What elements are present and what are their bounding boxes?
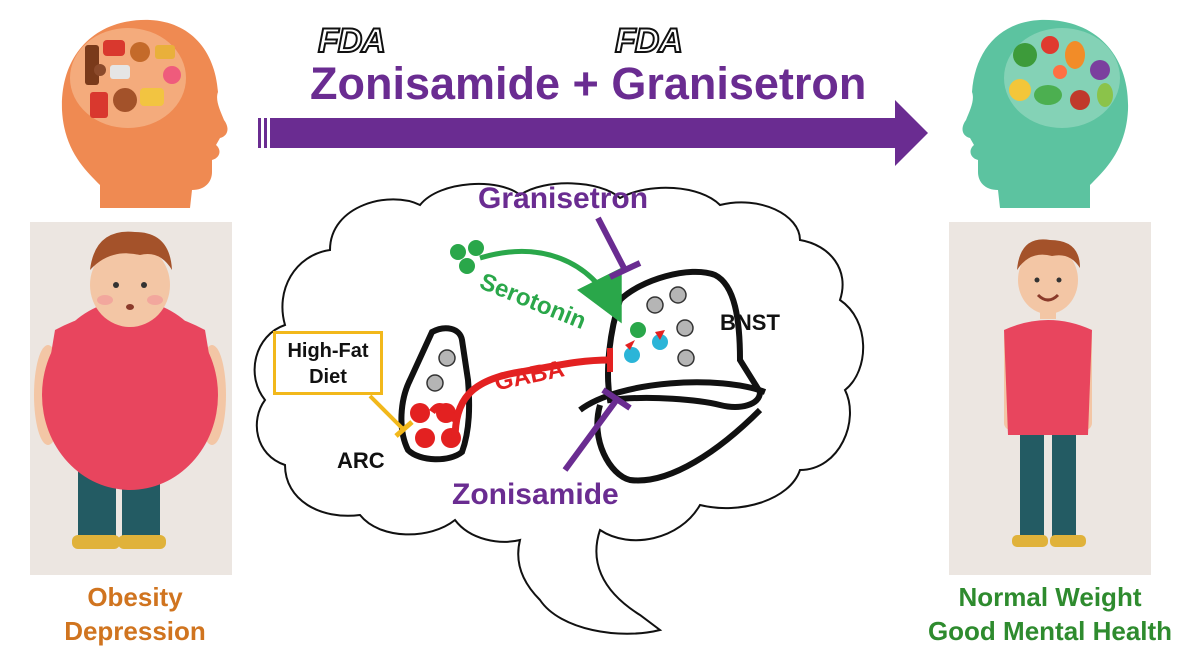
bnst-label: BNST — [720, 310, 780, 335]
healthy-person-illustration — [949, 222, 1151, 575]
after-outcome-line1: Normal Weight — [958, 582, 1142, 612]
fda-logo-left: FDA — [317, 22, 387, 60]
high-fat-diet-line2: Diet — [309, 366, 347, 388]
granisetron-inhibition-bar — [608, 260, 642, 280]
fda-logo-right: FDA — [614, 22, 684, 60]
lower-structure — [578, 379, 767, 484]
hfd-inhibition-bar — [394, 420, 414, 438]
right-head-icon — [962, 19, 1129, 209]
before-outcome-line2: Depression — [64, 616, 206, 646]
granisetron-label: Granisetron — [478, 182, 649, 215]
hfd-inhibition-line — [368, 394, 406, 432]
gaba-pathway — [451, 356, 611, 441]
granisetron-inhibition-line — [595, 216, 628, 272]
treatment-arrow — [258, 100, 928, 166]
left-head-icon — [61, 19, 228, 209]
before-outcome-line1: Obesity — [87, 582, 183, 612]
zonisamide-inhibition-bar — [601, 387, 632, 411]
treatment-title: Zonisamide + Granisetron — [310, 58, 867, 109]
brain-outline — [253, 182, 865, 635]
arc-label: ARC — [337, 448, 385, 473]
after-outcome: Normal Weight Good Mental Health — [900, 580, 1200, 648]
serotonin-source — [450, 240, 484, 274]
high-fat-diet-line1: High-Fat — [287, 340, 369, 362]
before-outcome: Obesity Depression — [20, 580, 250, 648]
bnst-region — [605, 268, 764, 410]
after-outcome-line2: Good Mental Health — [927, 616, 1173, 646]
obese-person-illustration — [30, 222, 232, 575]
high-fat-diet-box: High-Fat Diet — [273, 331, 383, 395]
bnst-neurons — [624, 286, 695, 367]
gaba-branch — [429, 403, 458, 423]
zonisamide-label: Zonisamide — [452, 478, 619, 511]
serotonin-pathway — [479, 249, 622, 324]
zonisamide-inhibition-line — [562, 396, 621, 472]
